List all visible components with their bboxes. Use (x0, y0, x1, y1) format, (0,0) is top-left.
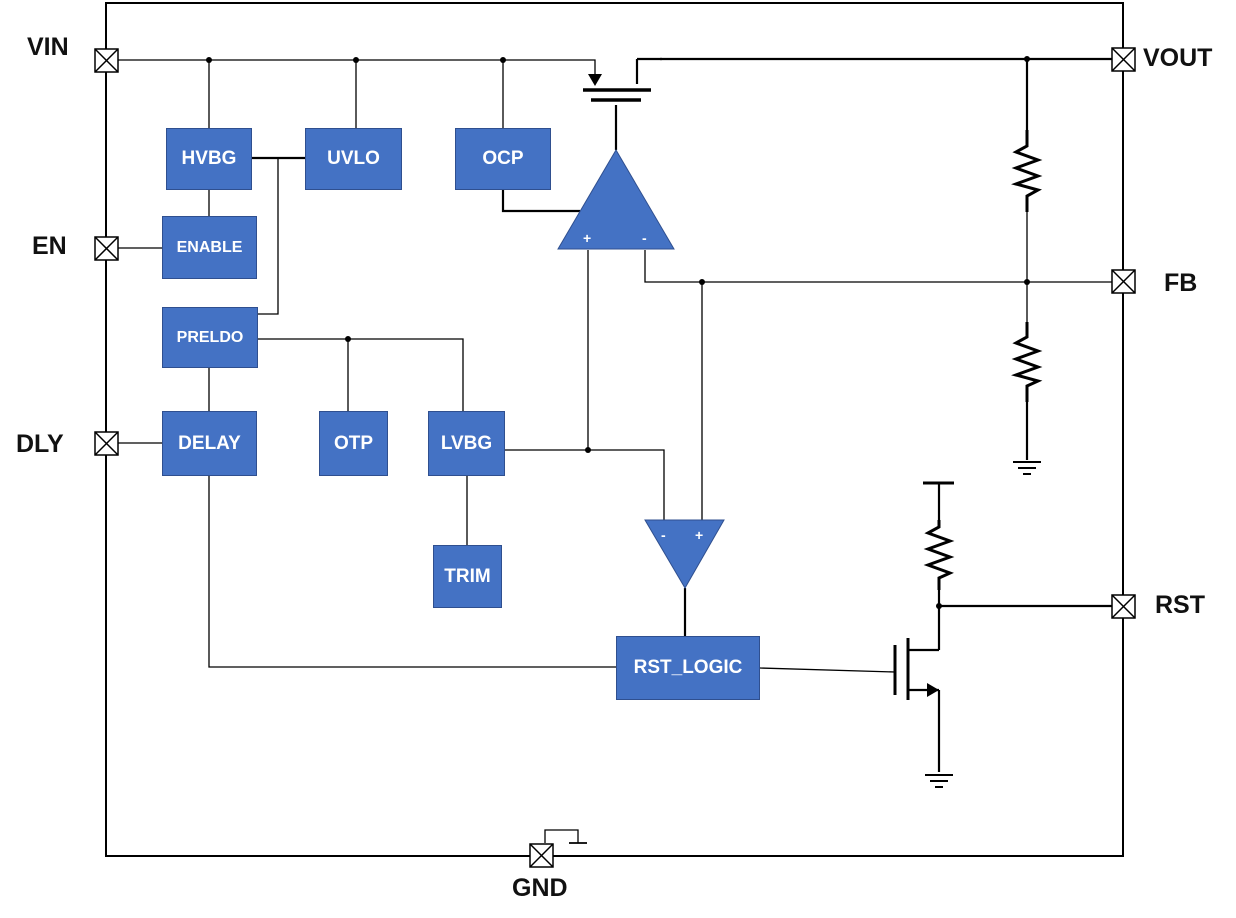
pin-box-fb (1111, 269, 1136, 294)
block-trim: TRIM (433, 545, 502, 608)
pin-label-dly: DLY (16, 430, 64, 458)
block-ocp: OCP (455, 128, 551, 190)
block-lvbg: LVBG (428, 411, 505, 476)
block-hvbg: HVBG (166, 128, 252, 190)
pin-label-en: EN (32, 232, 67, 260)
pin-box-vout (1111, 47, 1136, 72)
error-amplifier (557, 149, 675, 250)
comparator-plus-label: + (695, 527, 704, 543)
ground-symbol-nmos (925, 774, 953, 788)
comparator-minus-label: - (661, 527, 666, 543)
pass-transistor (583, 57, 662, 102)
pin-label-rst: RST (1155, 591, 1205, 619)
pin-label-gnd: GND (512, 874, 568, 902)
ground-symbol-divider (1013, 461, 1041, 475)
reset-comparator (644, 519, 725, 589)
pin-box-rst (1111, 594, 1136, 619)
pin-boxes (94, 47, 1136, 868)
block-preldo: PRELDO (162, 307, 258, 368)
block-enable: ENABLE (162, 216, 257, 279)
block-rst-logic: RST_LOGIC (616, 636, 760, 700)
error-amp-plus-label: + (583, 230, 592, 246)
reset-nmos-transistor (893, 638, 939, 700)
pin-label-fb: FB (1164, 269, 1198, 297)
wires (118, 57, 1112, 844)
pin-box-dly (94, 431, 119, 456)
pin-box-vin (94, 48, 119, 73)
block-delay: DELAY (162, 411, 257, 476)
block-otp: OTP (319, 411, 388, 476)
pin-label-vout: VOUT (1143, 44, 1213, 72)
junction-dots (206, 56, 1030, 609)
pin-box-en (94, 236, 119, 261)
block-uvlo: UVLO (305, 128, 402, 190)
chip-outline (105, 2, 1124, 857)
pin-label-vin: VIN (27, 33, 69, 61)
error-amp-minus-label: - (642, 230, 647, 246)
pin-box-gnd (529, 843, 554, 868)
